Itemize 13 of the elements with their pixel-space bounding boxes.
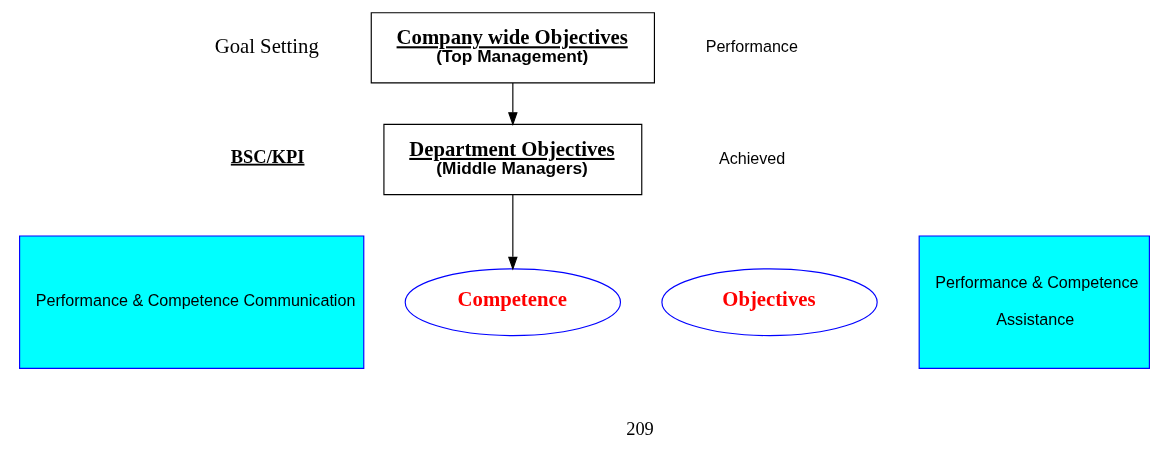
node-box: Department Objectives (Middle Managers) — [382, 123, 642, 196]
label: Goal Setting — [214, 34, 319, 57]
label: 209 — [625, 418, 654, 439]
node-box: Company wide Objectives (Top Management) — [370, 12, 655, 84]
label: Performance — [705, 37, 798, 56]
node-ellipse: Competence — [404, 268, 621, 337]
node-box: Performance & Competence Communication — [18, 235, 364, 369]
label: BSC/KPI — [230, 146, 304, 167]
node-box: Performance & Competence Assistance — [918, 235, 1150, 369]
arrow — [507, 82, 518, 127]
label: Achieved — [718, 148, 785, 167]
node-ellipse: Objectives — [660, 268, 878, 337]
arrow — [507, 194, 518, 271]
